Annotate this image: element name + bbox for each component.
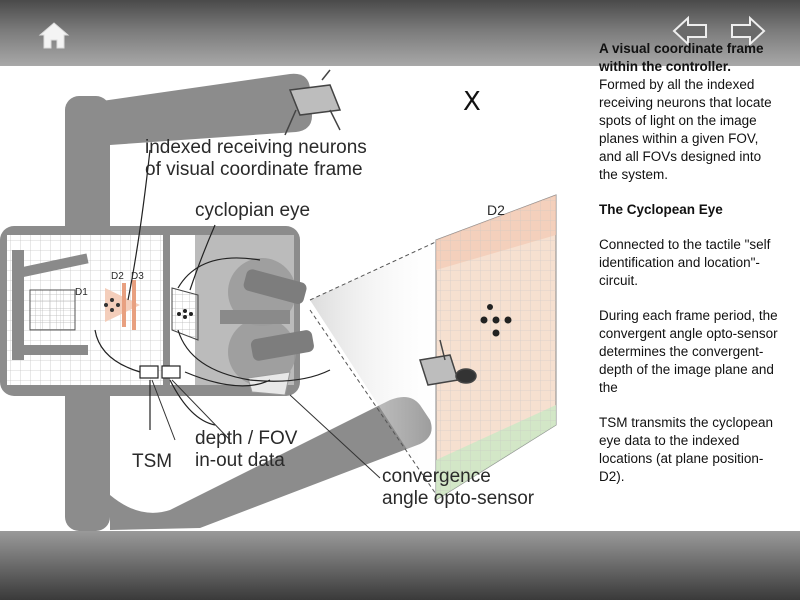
projection-beam	[310, 240, 440, 500]
arrow-left-icon[interactable]	[670, 14, 710, 48]
diagram-figure: X indexed receiving neurons of visual co…	[0, 66, 590, 531]
bottom-toolbar	[0, 531, 800, 600]
robot-vision-diagram	[0, 69, 557, 531]
bottom-gripper	[419, 339, 477, 386]
arrow-right-icon[interactable]	[728, 14, 768, 48]
panel-paragraph-2: Connected to the tactile "self identific…	[599, 237, 771, 288]
tsm-box-2	[161, 365, 181, 379]
cyclopian-eye-label: cyclopian eye	[195, 200, 311, 221]
pointer-lines	[151, 379, 381, 479]
d1-label: D1	[75, 287, 88, 298]
top-gripper	[284, 69, 342, 136]
panel-subheading: The Cyclopean Eye	[599, 202, 723, 217]
top-toolbar	[0, 0, 800, 66]
d3-label: D3	[131, 271, 144, 282]
panel-paragraph-1: Formed by all the indexed receiving neur…	[599, 77, 772, 182]
description-panel: A visual coordinate frame within the con…	[599, 40, 779, 503]
wires	[94, 149, 331, 430]
mini-robot	[12, 250, 140, 360]
stereo-cameras	[220, 258, 314, 396]
home-icon[interactable]	[38, 20, 70, 50]
tsm-label: TSM	[132, 451, 173, 472]
panel-paragraph-4: TSM transmits the cyclopean eye data to …	[599, 415, 774, 484]
tsm-box-1	[139, 365, 159, 379]
image-plane-d2	[435, 194, 557, 501]
panel-heading: A visual coordinate frame within the con…	[599, 41, 764, 74]
cyclopian-eye-grid	[171, 287, 199, 341]
convergence-sensor-label: convergence angle opto-sensor	[382, 466, 535, 509]
indexed-neurons-label: indexed receiving neurons of visual coor…	[145, 137, 367, 180]
depth-fov-label: depth / FOV in-out data	[195, 428, 298, 471]
d2-label: D2	[487, 202, 505, 218]
close-mark[interactable]: X	[463, 87, 481, 117]
d2-small-label: D2	[111, 271, 124, 282]
panel-paragraph-3: During each frame period, the convergent…	[599, 308, 778, 395]
